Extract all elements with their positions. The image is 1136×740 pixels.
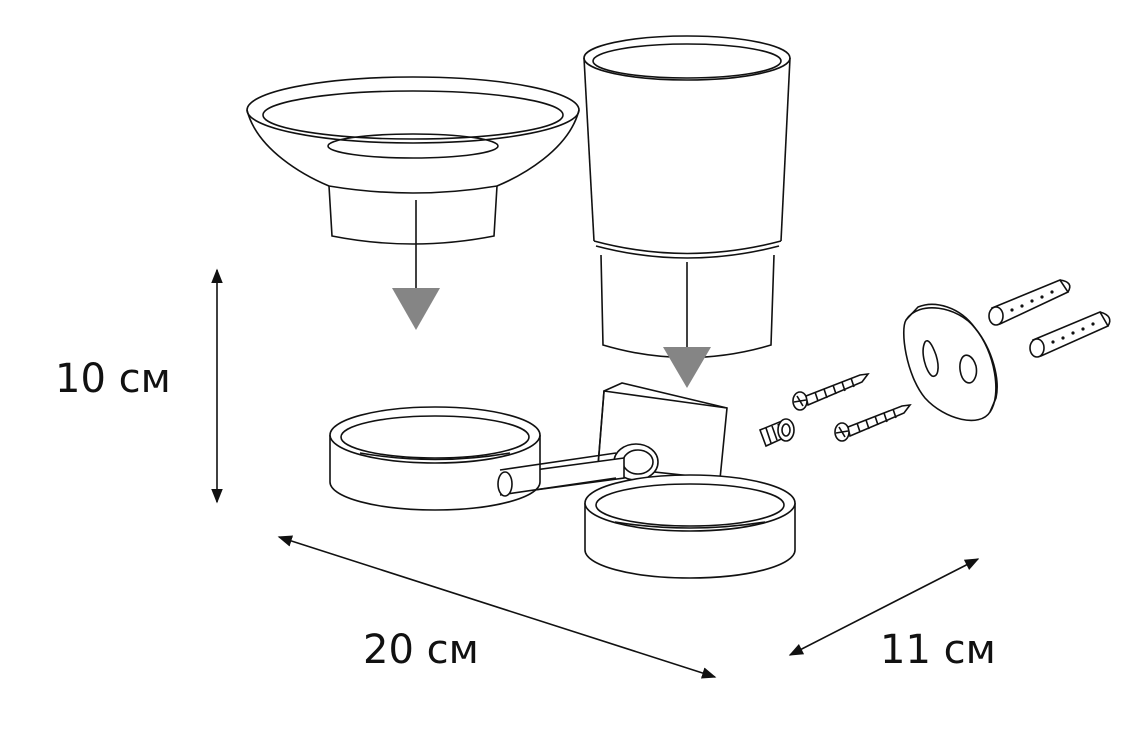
width-label: 20 см xyxy=(363,627,479,673)
mounting-plate xyxy=(903,303,998,422)
depth-label: 11 см xyxy=(880,627,996,673)
wall-plug-1 xyxy=(988,279,1071,326)
insert-arrow-soap-dish xyxy=(392,200,440,330)
height-label: 10 см xyxy=(55,356,171,402)
wall-plug-2 xyxy=(1029,310,1111,358)
tumbler-glass xyxy=(583,35,791,359)
depth-dimension-arrow xyxy=(788,558,980,656)
soap-dish xyxy=(246,76,580,245)
screw-2 xyxy=(834,403,912,442)
holder-assembly xyxy=(329,382,796,579)
screw-1 xyxy=(792,372,870,411)
set-screw xyxy=(758,418,795,448)
insert-arrow-tumbler xyxy=(663,262,711,388)
width-dimension-arrow xyxy=(277,535,717,679)
